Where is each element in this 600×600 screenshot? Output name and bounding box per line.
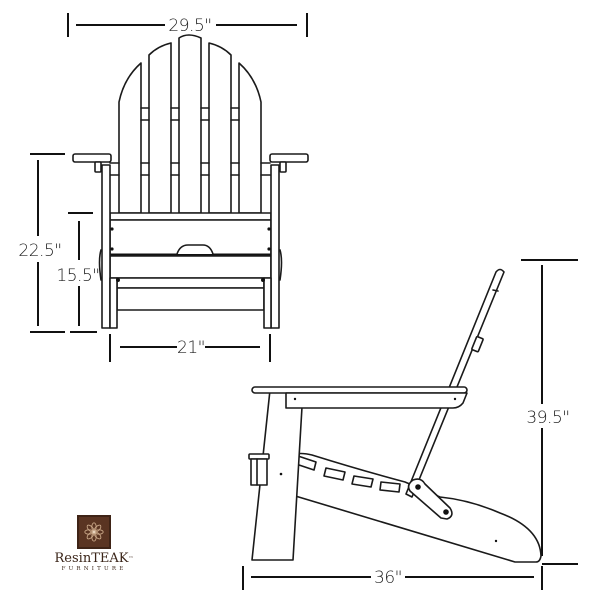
seat-width-label: 21" <box>177 338 205 358</box>
height-label: 39.5" <box>526 408 569 428</box>
logo-trademark: ™ <box>128 556 134 562</box>
dimension-arm-height: 22.5" <box>18 153 65 333</box>
resinteak-logo: ResinTEAK™ FURNITURE <box>44 515 144 572</box>
arm-height-label: 22.5" <box>18 241 61 261</box>
dimension-overall-width: 29.5" <box>67 13 308 37</box>
front-view-chair <box>72 34 309 329</box>
logo-emblem-icon <box>77 515 111 549</box>
logo-name-text: ResinTEAK <box>54 551 129 566</box>
logo-name: ResinTEAK™ <box>44 552 144 566</box>
depth-label: 36" <box>374 568 402 588</box>
dimension-overall-height: 39.5" <box>521 259 578 565</box>
logo-subtitle: FURNITURE <box>61 566 127 572</box>
dimension-overall-depth: 36" <box>242 566 543 590</box>
dimension-seat-width: 21" <box>109 334 271 362</box>
width-label: 29.5" <box>168 16 211 36</box>
side-view-chair <box>248 268 542 563</box>
dimension-seat-height: 15.5" <box>56 212 100 333</box>
seat-height-label: 15.5" <box>56 266 99 286</box>
